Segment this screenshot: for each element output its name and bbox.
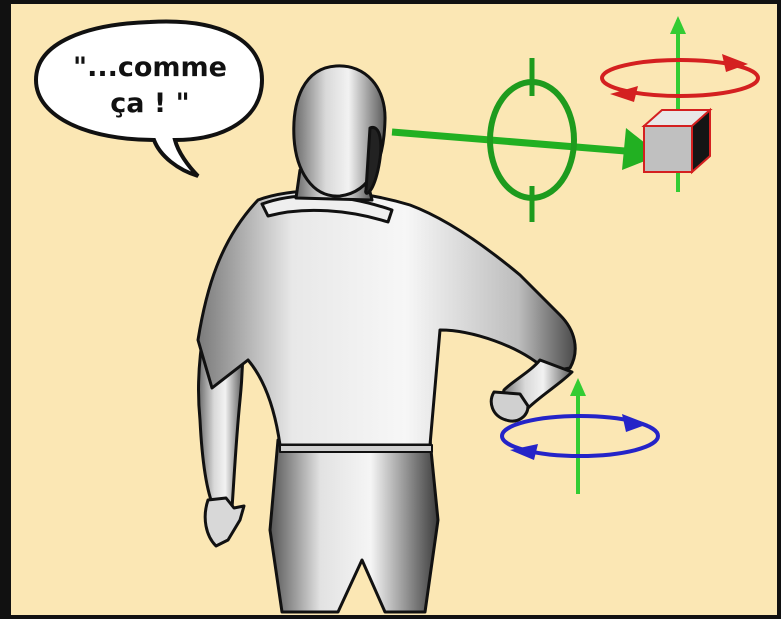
man-figure [198,66,575,612]
pants [270,440,438,612]
blue-ring-arrow-right [622,414,648,432]
speech-bubble-line-1: "...comme [73,52,227,83]
cube-front-face [644,126,692,172]
belt [280,445,432,452]
left-hand [205,498,244,546]
speech-bubble: "...comme ça ! " [36,22,262,176]
wrist-axis-arrowhead [570,378,586,396]
speech-bubble-line-2: ça ! " [110,88,189,119]
right-hand [491,392,528,421]
ear [366,127,381,193]
cube-axis-arrowhead [670,16,686,34]
gaze-direction-gizmo [392,58,660,222]
gaze-arrow-shaft [392,132,638,152]
